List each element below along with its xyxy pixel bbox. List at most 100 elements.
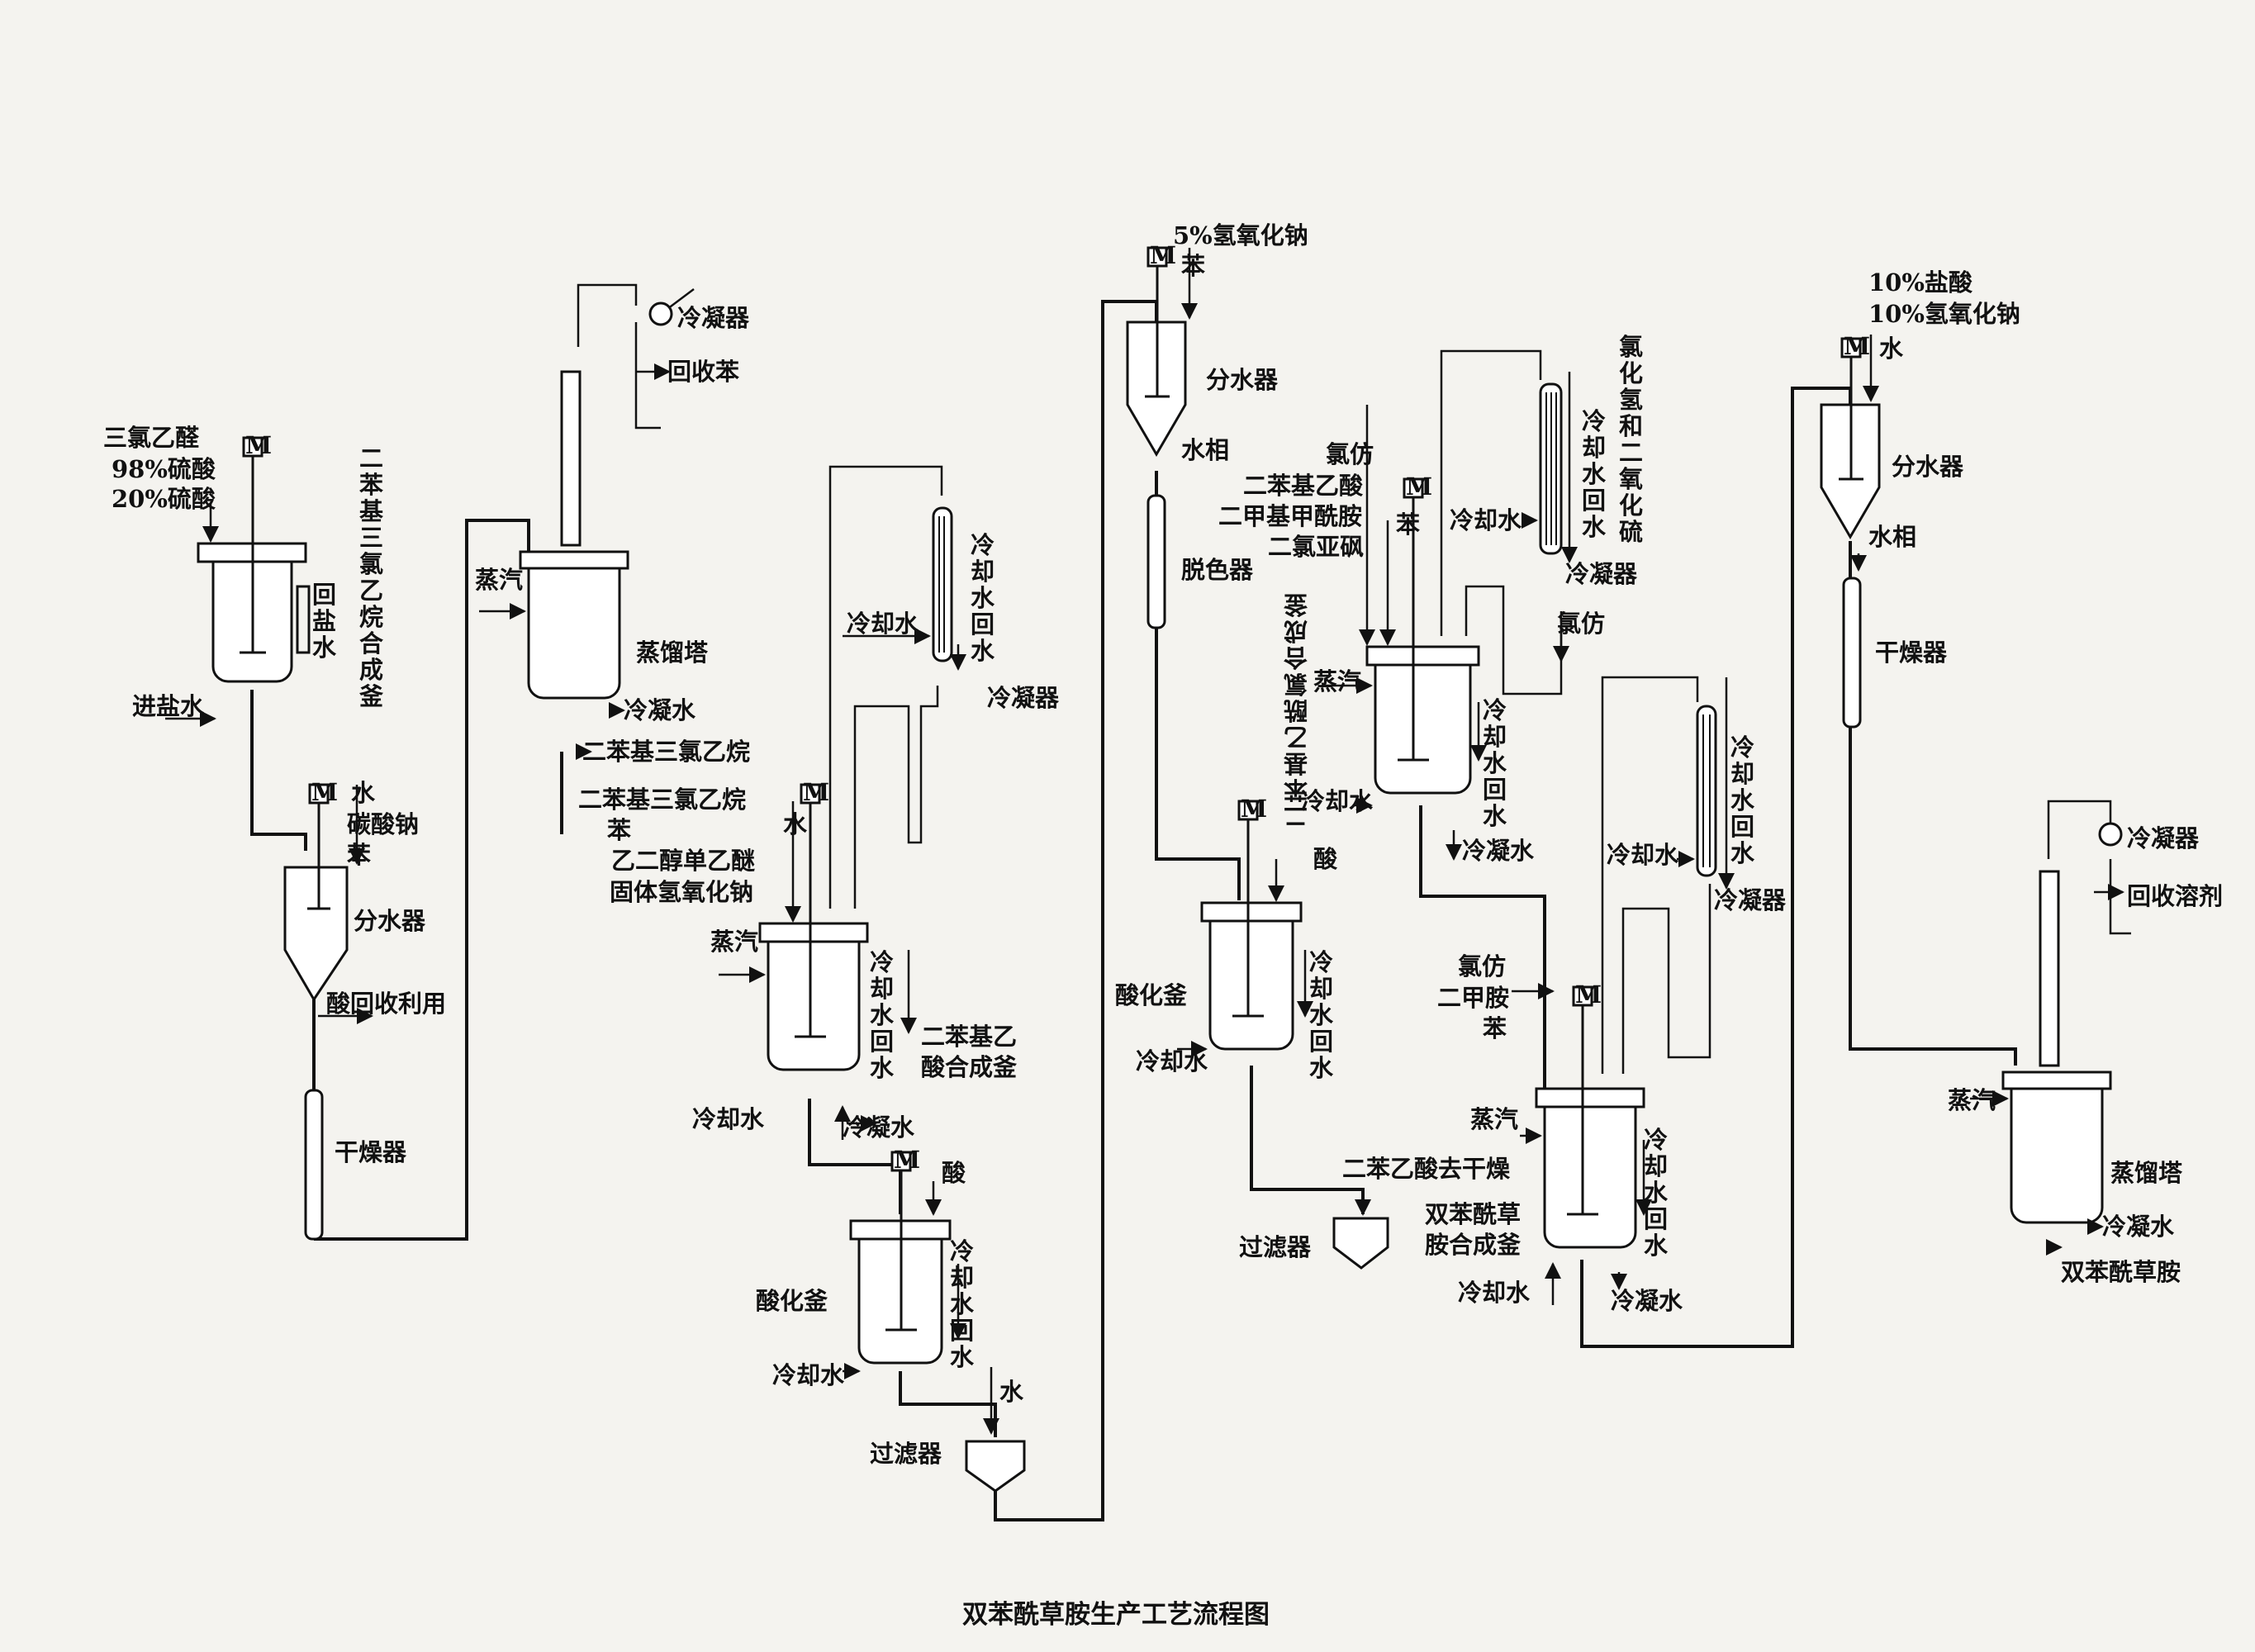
- feed-label: 乙二醇单乙醚: [611, 847, 755, 875]
- equipment: [197, 301, 2123, 1493]
- stream-label: 回收溶剂: [2127, 882, 2223, 910]
- stream-label: 冷却水回水: [1730, 733, 1755, 867]
- equipment-label: 冷凝器: [1714, 886, 1787, 914]
- equipment-label: 冷凝器: [1565, 560, 1638, 588]
- stream-label: 冷凝水: [1611, 1287, 1683, 1315]
- stream-label: 酸回收利用: [326, 990, 446, 1018]
- stream-label: 冷却水回水: [950, 1237, 975, 1371]
- equipment-label: 干燥器: [335, 1138, 407, 1166]
- svg-text:M: M: [245, 431, 272, 459]
- motors: M M M M M M M M M: [242, 241, 1870, 1174]
- stream-label: 进盐水: [132, 692, 205, 720]
- stream-label: 冷却水回水: [1582, 407, 1607, 541]
- svg-text:M: M: [894, 1146, 920, 1174]
- feed-label: 酸: [942, 1159, 966, 1187]
- feed-label: 苯: [607, 816, 631, 844]
- feed-label: 二氯亚砜: [1268, 533, 1364, 561]
- feed-label: 苯: [1483, 1014, 1507, 1042]
- svg-text:M: M: [1575, 980, 1602, 1009]
- feed-label: 氯仿: [1458, 952, 1506, 980]
- equipment-label: 脱色器: [1181, 556, 1254, 584]
- thin-lines: [577, 283, 2131, 1074]
- stream-label: 冷却水回水: [1483, 696, 1507, 830]
- motor-icon: M: [890, 1146, 920, 1174]
- equipment-label: 冷凝器: [677, 304, 750, 332]
- feed-label: 苯: [1181, 252, 1205, 280]
- motor-icon: M: [800, 778, 829, 806]
- equipment-label: 过滤器: [870, 1440, 942, 1468]
- stream-label: 蒸汽: [1313, 667, 1361, 695]
- svg-text:M: M: [1844, 332, 1870, 360]
- equipment-label: 分水器: [354, 907, 426, 935]
- stream-label: 蒸汽: [1948, 1086, 1996, 1114]
- stream-label: 水相: [1181, 436, 1229, 464]
- stream-label: 冷却水回水: [971, 531, 995, 665]
- feed-label: 氯仿: [1326, 440, 1374, 468]
- feed-label: 碳酸钠: [347, 810, 419, 838]
- stream-label: 蒸汽: [710, 928, 758, 956]
- feed-label: 水: [1879, 335, 1904, 363]
- stream-label: 冷凝水: [1462, 837, 1535, 865]
- stream-label: 冷却水: [1450, 506, 1522, 534]
- stream-label: 二苯基三氯乙烷: [582, 738, 750, 766]
- stream-label: 冷却水回水: [1644, 1126, 1669, 1260]
- svg-text:M: M: [1406, 472, 1432, 501]
- stream-label: 冷却水回水: [1309, 948, 1334, 1082]
- equipment-label: 酸化釜: [1115, 981, 1188, 1009]
- stream-label: 冷凝水: [2102, 1213, 2175, 1241]
- equipment-label: 冷凝器: [2127, 824, 2200, 852]
- equipment-label: 冷凝器: [987, 684, 1060, 712]
- feed-label: 二苯基乙酸: [1243, 472, 1364, 500]
- reactor-label: 胺合成釜: [1425, 1231, 1522, 1259]
- motor-icon: M: [1403, 472, 1432, 501]
- svg-text:M: M: [1150, 241, 1176, 269]
- svg-text:M: M: [311, 778, 338, 806]
- labels: 三氯乙醛 98%硫酸 20%硫酸 二苯基三氯乙烷合成釜 回盐水 进盐水 水 碳酸…: [103, 221, 2223, 1630]
- feed-label: 苯: [1396, 510, 1420, 539]
- stream-label: 蒸汽: [475, 566, 523, 594]
- equipment-label: 蒸馏塔: [636, 638, 709, 667]
- equipment-label: 过滤器: [1239, 1233, 1312, 1261]
- equipment-label: 酸化釜: [756, 1287, 828, 1315]
- stream-label: 冷却水: [772, 1361, 845, 1389]
- stream-label: 冷却水: [1136, 1047, 1208, 1075]
- stream-label: 冷却水: [1301, 787, 1374, 815]
- stream-label: 回收苯: [667, 358, 739, 386]
- stream-label: 冷却水: [1607, 841, 1679, 869]
- svg-text:M: M: [1241, 795, 1267, 823]
- motor-icon: M: [308, 778, 338, 806]
- feed-label: 水: [783, 810, 808, 838]
- feed-label: 固体氢氧化钠: [610, 878, 753, 906]
- svg-text:M: M: [803, 778, 829, 806]
- stream-label: 氯仿: [1557, 610, 1605, 638]
- flow-arrows: [165, 248, 2124, 1435]
- stream-label: 双苯酰草胺: [2061, 1258, 2181, 1286]
- motor-icon: M: [1572, 980, 1602, 1009]
- stream-label: 冷凝水: [624, 696, 696, 724]
- stream-label: 水相: [1868, 523, 1916, 551]
- feed-label: 水: [351, 779, 376, 807]
- reactor-label: 二苯基乙: [921, 1023, 1017, 1051]
- feed-label: 10%氢氧化钠: [1868, 300, 2020, 328]
- feed-label: 98%硫酸: [112, 455, 216, 483]
- equipment-label: 分水器: [1206, 366, 1279, 394]
- stream-label: 水: [999, 1378, 1024, 1406]
- stream-label: 二苯乙酸去干燥: [1342, 1155, 1511, 1183]
- equipment-label: 分水器: [1892, 453, 1964, 481]
- diagram-caption: 双苯酰草胺生产工艺流程图: [962, 1600, 1270, 1630]
- feed-label: 5%氢氧化钠: [1173, 221, 1308, 249]
- equipment-label: 干燥器: [1875, 638, 1948, 667]
- stream-label: 氯化氢和二氧化硫: [1618, 333, 1643, 546]
- agitators: [240, 266, 1863, 1332]
- feed-label: 二甲胺: [1437, 984, 1509, 1012]
- feed-label: 二甲基甲酰胺: [1218, 502, 1362, 530]
- feed-label: 10%盐酸: [1868, 268, 1973, 297]
- feed-label: 20%硫酸: [112, 485, 216, 513]
- motor-icon: M: [1146, 241, 1176, 269]
- reactor-label: 酸合成釜: [921, 1053, 1018, 1081]
- stream-label: 冷却水: [847, 610, 919, 638]
- stream-label: 回盐水: [312, 581, 337, 662]
- stream-label: 冷凝水: [843, 1113, 915, 1142]
- stream-label: 蒸汽: [1470, 1105, 1518, 1133]
